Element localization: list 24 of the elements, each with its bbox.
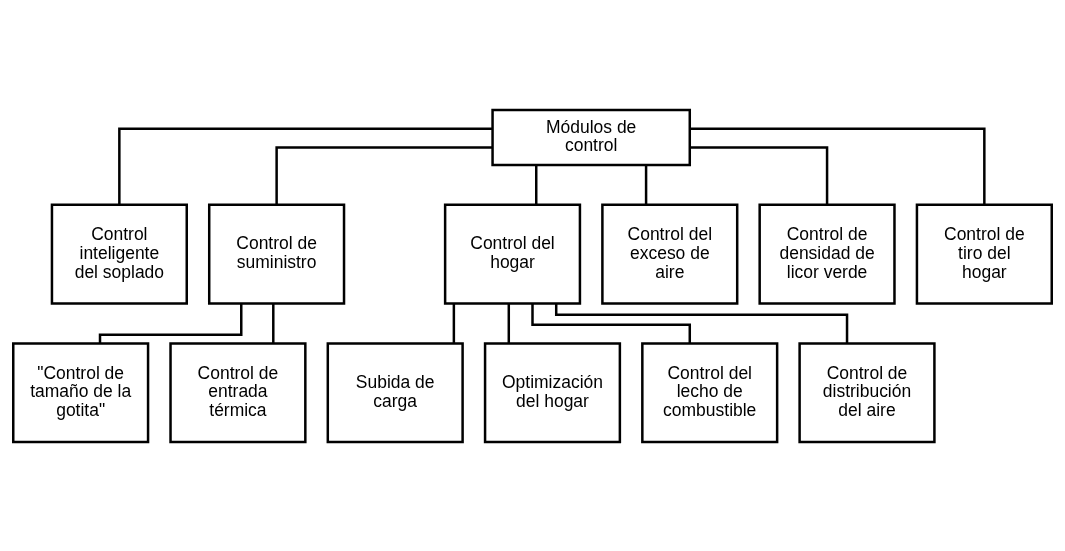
node-box: Control inteligente del soplado xyxy=(50,203,188,305)
node-box: Control del lecho de combustible xyxy=(641,341,779,443)
node-box: Optimización del hogar xyxy=(483,341,622,443)
node-box: Control de densidad de licor verde xyxy=(758,203,896,305)
connector xyxy=(644,164,648,205)
node-box: Control de entrada térmica xyxy=(169,341,307,443)
connector xyxy=(118,126,493,205)
connector xyxy=(689,145,829,205)
connector xyxy=(275,145,493,205)
node-box: Subida de carga xyxy=(326,341,464,443)
node-box: "Control de tamaño de la gotita" xyxy=(12,341,150,443)
connector xyxy=(272,303,275,343)
node-box: Control del exceso de aire xyxy=(601,203,739,305)
node-box: Módulos de control xyxy=(491,108,691,166)
connector xyxy=(507,303,511,343)
connector xyxy=(98,303,243,343)
node-box: Control de tiro del hogar xyxy=(915,203,1053,305)
node-box: Control del hogar xyxy=(443,203,582,305)
connector xyxy=(535,164,538,205)
connector xyxy=(689,126,986,205)
connector xyxy=(452,303,456,343)
node-box: Control de distribución del aire xyxy=(798,341,936,443)
connector xyxy=(554,303,849,343)
node-box: Control de suministro xyxy=(207,203,346,305)
